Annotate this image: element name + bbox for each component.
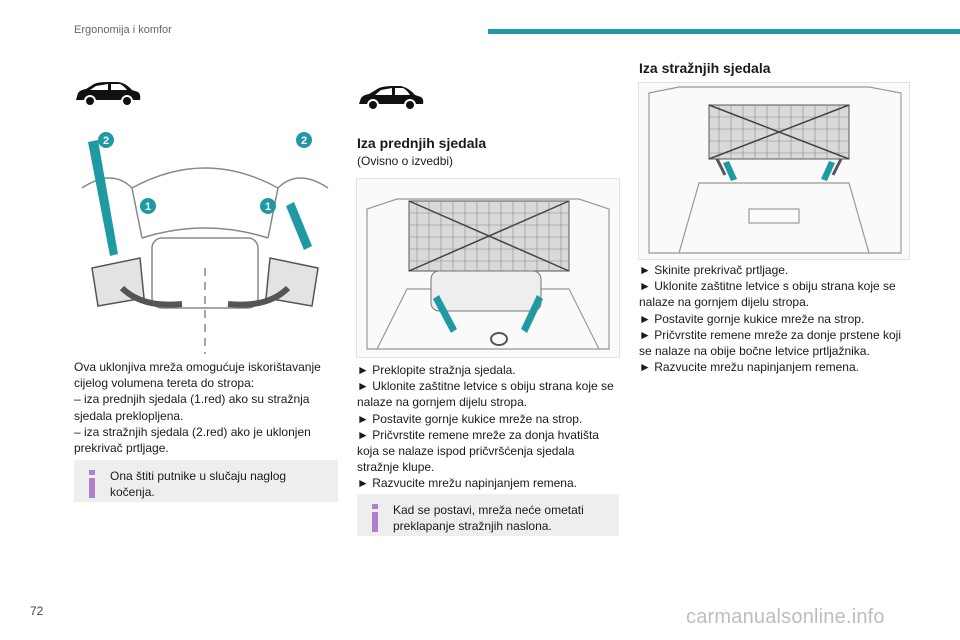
- svg-text:1: 1: [265, 201, 271, 213]
- svg-text:2: 2: [103, 135, 109, 147]
- svg-text:2: 2: [301, 135, 307, 147]
- section-heading-rear: Iza stražnjih sjedala: [639, 60, 771, 76]
- note-box: Kad se postavi, mreža neće ometati prekl…: [357, 494, 619, 536]
- header-section-title: Ergonomija i komfor: [74, 24, 172, 36]
- info-icon: [372, 504, 378, 532]
- steps-front: ► Preklopite stražnja sjedala. ► Uklonit…: [357, 363, 614, 491]
- header-accent-bar: [488, 29, 960, 34]
- illustration-net-interior: 2 2 1 1: [72, 128, 338, 354]
- car-silhouette-icon: [76, 82, 141, 107]
- watermark: carmanualsonline.info: [686, 606, 885, 628]
- section-heading-front: Iza prednjih sjedala: [357, 135, 487, 151]
- steps-rear: ► Skinite prekrivač prtljage. ► Uklonite…: [639, 263, 901, 375]
- illustration-net-rear: [638, 82, 910, 260]
- callout-2-left: [98, 132, 114, 148]
- svg-text:1: 1: [145, 201, 151, 213]
- callout-2-right: [296, 132, 312, 148]
- illustration-net-front: [356, 178, 620, 358]
- callout-1-left: [140, 198, 156, 214]
- callout-1-right: [260, 198, 276, 214]
- note-box: Ona štiti putnike u slučaju naglog kočen…: [74, 460, 338, 502]
- page-number: 72: [30, 604, 44, 618]
- intro-text: Ova uklonjiva mreža omogućuje iskorištav…: [74, 360, 321, 456]
- section-subheading: (Ovisno o izvedbi): [357, 154, 454, 168]
- info-icon: [89, 470, 95, 498]
- car-silhouette-icon: [359, 86, 424, 111]
